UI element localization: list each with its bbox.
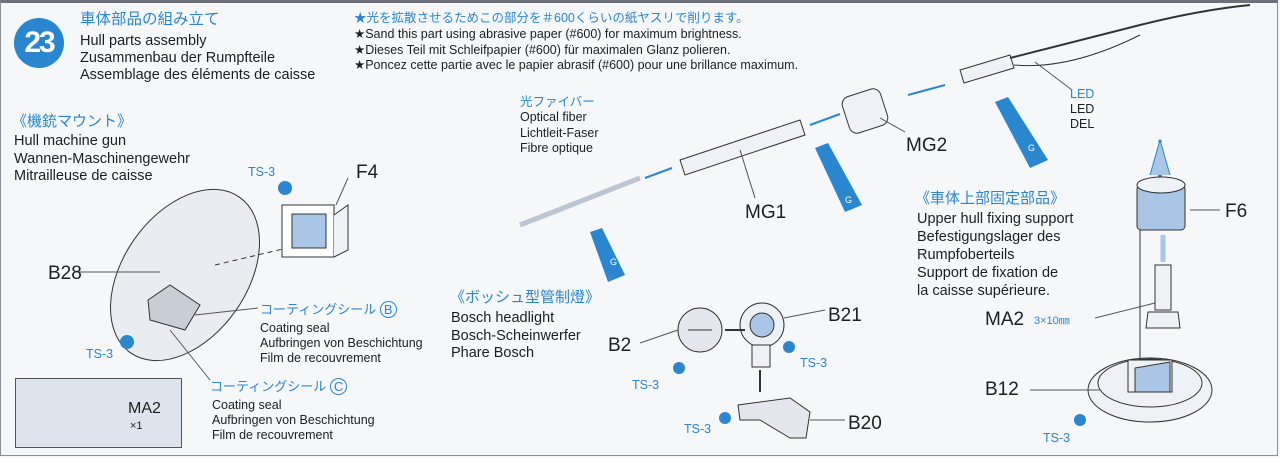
paint-label: TS-3 <box>86 347 114 361</box>
paint-label: TS-3 <box>248 165 276 179</box>
mg1-part <box>679 119 806 176</box>
part-b20: B20 <box>848 413 882 434</box>
note-en: ★Sand this part using abrasive paper (#6… <box>354 27 742 41</box>
bosch-jp: 《ボッシュ型管制燈》 <box>450 289 601 306</box>
coating-c-fr: Film de recouvrement <box>212 428 333 442</box>
part-b21: B21 <box>828 305 862 326</box>
paint-dot <box>278 181 292 195</box>
step-title-jp: 車体部品の組み立て <box>80 11 220 28</box>
coating-b-jp-text: コーティングシール <box>260 302 377 317</box>
screw-box-qty: ×1 <box>130 420 143 432</box>
coating-c-jp: コーティングシール C <box>210 378 348 395</box>
ma2-screw <box>1154 264 1172 311</box>
upper-hull-de1: Befestigungslager des <box>917 229 1061 245</box>
glue-tube-1 <box>590 228 625 282</box>
coating-b-jp: コーティングシール B <box>260 301 397 318</box>
part-ma2: MA2 <box>985 309 1025 330</box>
coating-c-en: Coating seal <box>212 398 282 412</box>
fiber-en: Optical fiber <box>520 110 587 124</box>
paint-dot <box>719 412 731 424</box>
paint-label: TS-3 <box>684 422 712 436</box>
mg2-part <box>841 88 889 134</box>
paint-dot <box>1074 414 1086 426</box>
fiber-de: Lichtleit-Faser <box>520 126 599 140</box>
bosch-fr: Phare Bosch <box>451 345 535 361</box>
mg-mount-en: Hull machine gun <box>14 133 127 149</box>
note-de: ★Dieses Teil mit Schleifpapier (#600) fü… <box>354 43 731 57</box>
coating-c-jp-text: コーティングシール <box>210 379 327 394</box>
glue-label: G <box>845 195 853 205</box>
step-title-de: Zusammenbau der Rumpfteile <box>80 50 276 66</box>
upper-hull-en: Upper hull fixing support <box>917 211 1074 227</box>
fiber-jp: 光ファイバー <box>520 95 595 109</box>
fiber-fr: Fibre optique <box>520 141 593 155</box>
bosch-en: Bosch headlight <box>451 310 555 326</box>
part-mg1: MG1 <box>745 202 787 223</box>
upper-hull-jp: 《車体上部固定部品》 <box>915 190 1066 207</box>
paint-dot <box>783 341 795 353</box>
paint-dot <box>673 362 685 374</box>
coating-b-de: Aufbringen von Beschichtung <box>260 336 423 350</box>
part-b12: B12 <box>985 379 1019 400</box>
b20-part <box>737 397 811 439</box>
paint-label: TS-3 <box>632 378 660 392</box>
step-title-en: Hull parts assembly <box>80 33 207 49</box>
glue-tube-2 <box>815 143 862 212</box>
glue-tube-3 <box>995 97 1048 168</box>
step-number-badge: 23 <box>14 18 64 68</box>
part-b2: B2 <box>608 335 632 356</box>
screw-box-name: MA2 <box>128 400 161 417</box>
led-fr: DEL <box>1070 117 1095 131</box>
led-wires <box>1009 4 1251 59</box>
mg-mount-fr: Mitrailleuse de caisse <box>14 168 153 184</box>
paint-label: TS-3 <box>800 356 828 370</box>
coating-c-de: Aufbringen von Beschichtung <box>212 413 375 427</box>
fiber-rod <box>519 175 641 228</box>
note-jp: ★光を拡散させるためこの部分を＃600くらいの紙ヤスリで削ります。 <box>354 11 749 25</box>
coating-c-mark: C <box>329 378 348 395</box>
upper-hull-fr2: la caisse supérieure. <box>917 283 1050 299</box>
upper-hull-de2: Rumpfoberteils <box>917 247 1015 263</box>
paint-label: TS-3 <box>1043 431 1071 445</box>
led-en: LED <box>1070 102 1095 116</box>
led-part <box>959 54 1015 84</box>
arrow-up-icon <box>1149 138 1171 176</box>
coating-seal-shape <box>147 284 201 331</box>
screw-box: MA2 ×1 <box>15 378 182 448</box>
glue-label: G <box>610 257 618 267</box>
note-fr: ★Poncez cette partie avec le papier abra… <box>354 58 799 72</box>
upper-hull-fr1: Support de fixation de <box>917 265 1059 281</box>
step-title-fr: Assemblage des éléments de caisse <box>80 67 316 83</box>
part-f4: F4 <box>356 162 379 183</box>
coating-b-en: Coating seal <box>260 321 330 335</box>
part-b28: B28 <box>48 263 82 284</box>
paint-dot <box>120 335 134 349</box>
bosch-de: Bosch-Scheinwerfer <box>451 328 581 344</box>
mg-mount-jp: 《機銃マウント》 <box>12 113 133 130</box>
glue-label: G <box>1028 143 1036 153</box>
mg-mount-de: Wannen-Maschinengewehr <box>14 151 190 167</box>
ma2-size: 3×10㎜ <box>1034 315 1070 327</box>
coating-b-mark: B <box>379 301 397 318</box>
part-mg2: MG2 <box>906 135 948 156</box>
coating-b-fr: Film de recouvrement <box>260 351 381 365</box>
part-f6: F6 <box>1225 201 1248 222</box>
led-jp: LED <box>1070 87 1095 101</box>
